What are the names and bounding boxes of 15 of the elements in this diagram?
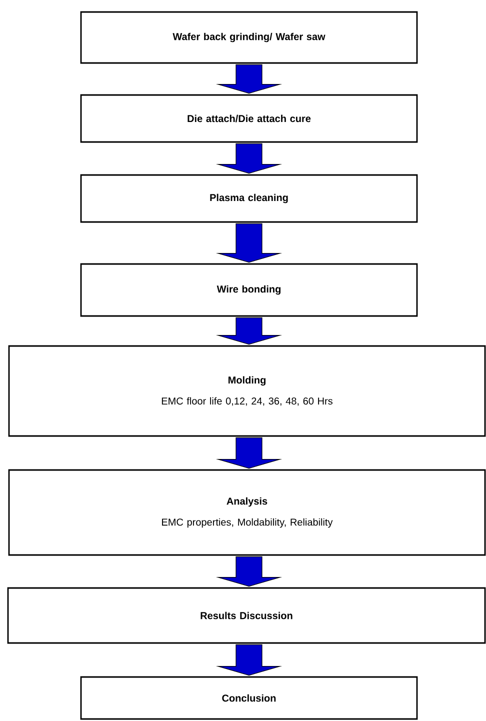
process-box: Wafer back grinding/ Wafer saw bbox=[80, 11, 418, 64]
process-box: Results Discussion bbox=[7, 587, 486, 644]
block-arrow bbox=[216, 64, 282, 94]
block-arrow bbox=[216, 317, 282, 345]
block-arrow bbox=[216, 143, 282, 174]
process-box: Conclusion bbox=[80, 676, 418, 720]
process-box: Wire bonding bbox=[80, 263, 418, 317]
block-arrow bbox=[216, 437, 282, 469]
block-arrow bbox=[216, 223, 282, 263]
block-arrow bbox=[216, 556, 282, 587]
block-arrow bbox=[216, 644, 282, 676]
process-box: Molding EMC floor life 0,12, 24, 36, 48, 60 Hrs bbox=[8, 345, 486, 437]
process-box: Plasma cleaning bbox=[80, 174, 418, 223]
process-box: Die attach/Die attach cure bbox=[80, 94, 418, 143]
process-box: Analysis EMC properties, Moldability, Reliability bbox=[8, 469, 486, 556]
